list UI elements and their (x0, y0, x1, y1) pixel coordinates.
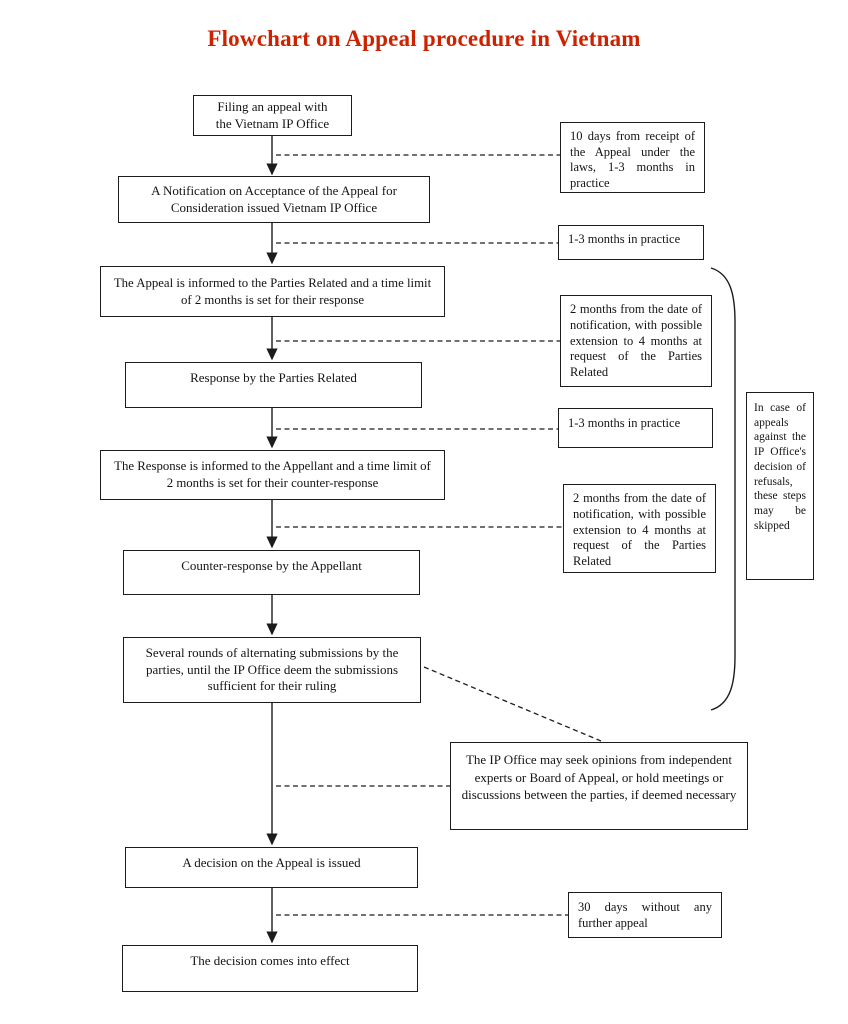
flow-node-filing: Filing an appeal with the Vietnam IP Off… (193, 95, 352, 136)
dashed-connector-seek-opinions-diagonal (423, 666, 602, 742)
page-title: Flowchart on Appeal procedure in Vietnam (207, 26, 641, 51)
flow-node-decision-effect: The decision comes into effect (122, 945, 418, 992)
flow-node-appeal-informed: The Appeal is informed to the Parties Re… (100, 266, 445, 317)
flow-node-several-rounds: Several rounds of alternating submission… (123, 637, 421, 703)
flow-node-response: Response by the Parties Related (125, 362, 422, 408)
annotation-thirty-days: 30 days without any further appeal (568, 892, 722, 938)
flow-node-notification: A Notification on Acceptance of the Appe… (118, 176, 430, 223)
side-note-skippable-steps: In case of appeals against the IP Office… (746, 392, 814, 580)
annotation-one-three-months-1: 1-3 months in practice (558, 225, 704, 260)
annotation-two-months-2: 2 months from the date of notification, … (563, 484, 716, 573)
annotation-seek-opinions: The IP Office may seek opinions from ind… (450, 742, 748, 830)
flow-node-response-informed: The Response is informed to the Appellan… (100, 450, 445, 500)
annotation-two-months-1: 2 months from the date of notification, … (560, 295, 712, 387)
bracket-skippable-steps (710, 267, 736, 711)
annotation-ten-days: 10 days from receipt of the Appeal under… (560, 122, 705, 193)
annotation-one-three-months-2: 1-3 months in practice (558, 408, 713, 448)
flow-node-decision-issued: A decision on the Appeal is issued (125, 847, 418, 888)
flow-node-counter-response: Counter-response by the Appellant (123, 550, 420, 595)
